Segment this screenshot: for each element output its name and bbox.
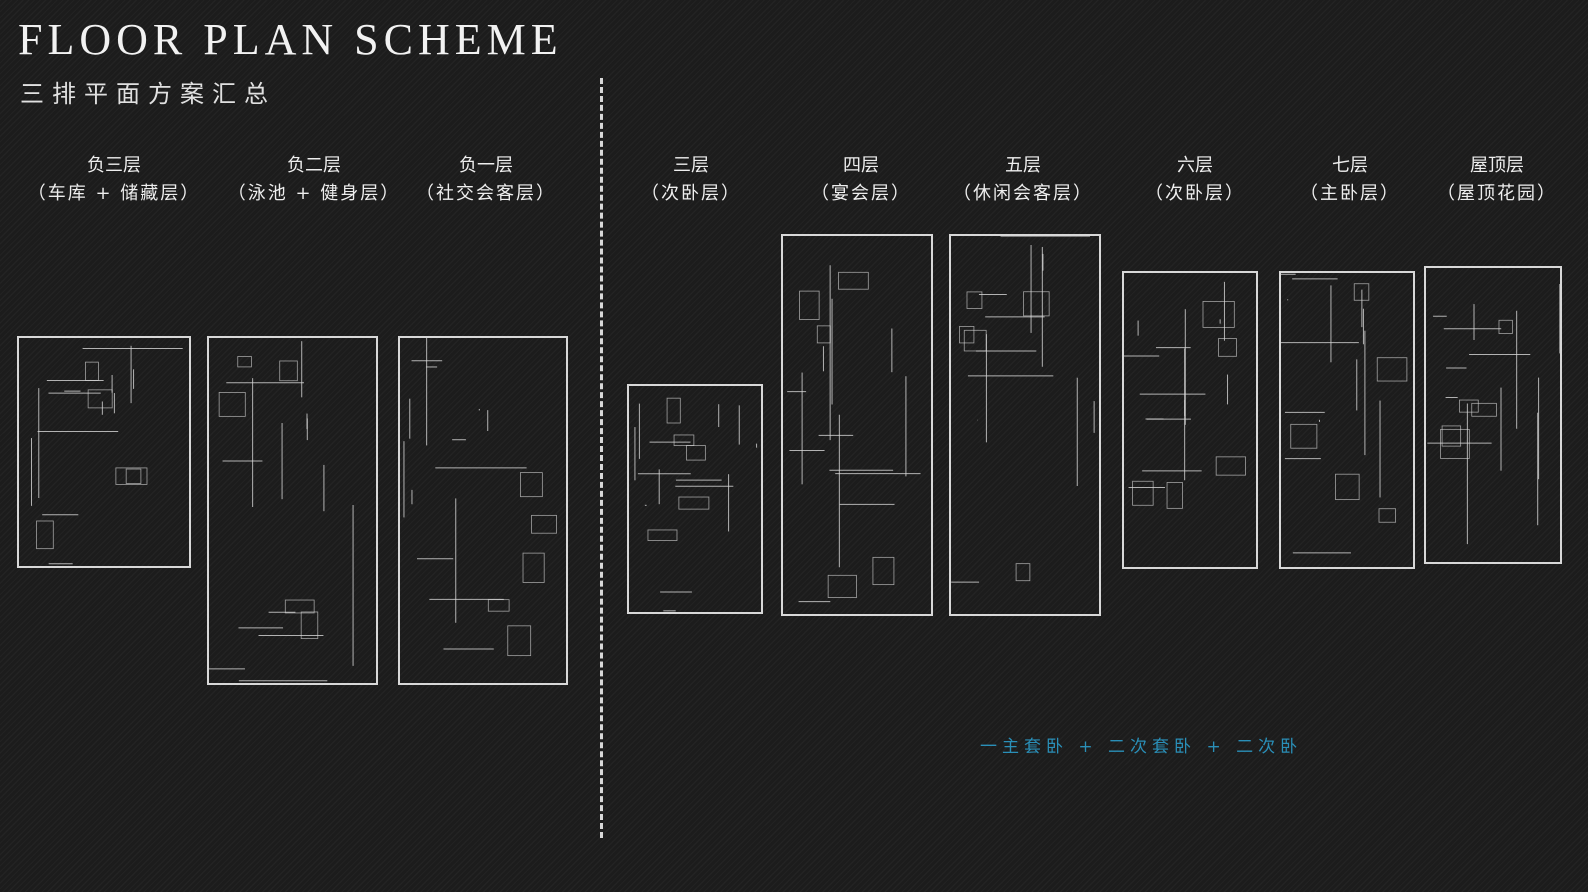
floor-label-b3: 负三层 （车库 + 储藏层） xyxy=(14,152,214,208)
floor-name: 七层 xyxy=(1332,155,1368,176)
floor-desc: （次卧层） xyxy=(641,183,741,204)
floor-label-5f: 五层 （休闲会客层） xyxy=(923,152,1123,208)
floor-desc: （屋顶花园） xyxy=(1437,183,1557,204)
floor-name: 负一层 xyxy=(459,155,513,176)
floor-plan-b3 xyxy=(17,336,191,568)
floor-label-6f: 六层 （次卧层） xyxy=(1095,152,1295,208)
floor-label-4f: 四层 （宴会层） xyxy=(761,152,961,208)
floor-label-roof: 屋顶层 （屋顶花园） xyxy=(1397,152,1588,208)
floor-desc: （车库 + 储藏层） xyxy=(27,183,201,204)
floor-plan-3f xyxy=(627,384,763,614)
floor-plan-b2 xyxy=(207,336,378,685)
floor-name: 负三层 xyxy=(87,155,141,176)
page-subtitle: 三排平面方案汇总 xyxy=(20,80,276,108)
floor-desc: （主卧层） xyxy=(1300,183,1400,204)
floor-label-3f: 三层 （次卧层） xyxy=(591,152,791,208)
floor-plan-roof xyxy=(1424,266,1562,564)
floor-plan-7f xyxy=(1279,271,1415,569)
floor-name: 负二层 xyxy=(287,155,341,176)
bedroom-summary-note: 一主套卧 + 二次套卧 + 二次卧 xyxy=(980,737,1303,757)
floor-name: 四层 xyxy=(843,155,879,176)
floor-plan-5f xyxy=(949,234,1101,616)
floor-name: 三层 xyxy=(673,155,709,176)
floor-desc: （社交会客层） xyxy=(416,183,556,204)
floor-plan-4f xyxy=(781,234,933,616)
floor-name: 六层 xyxy=(1177,155,1213,176)
floor-desc: （宴会层） xyxy=(811,183,911,204)
floor-label-b1: 负一层 （社交会客层） xyxy=(386,152,586,208)
page-title: FLOOR PLAN SCHEME xyxy=(18,15,563,64)
floor-desc: （休闲会客层） xyxy=(953,183,1093,204)
floor-name: 五层 xyxy=(1005,155,1041,176)
section-divider xyxy=(600,78,603,838)
floor-label-7f: 七层 （主卧层） xyxy=(1250,152,1450,208)
floor-desc: （泳池 + 健身层） xyxy=(227,183,401,204)
floor-name: 屋顶层 xyxy=(1470,155,1524,176)
floor-plan-6f xyxy=(1122,271,1258,569)
floor-label-b2: 负二层 （泳池 + 健身层） xyxy=(214,152,414,208)
floor-plan-b1 xyxy=(398,336,568,685)
floor-desc: （次卧层） xyxy=(1145,183,1245,204)
